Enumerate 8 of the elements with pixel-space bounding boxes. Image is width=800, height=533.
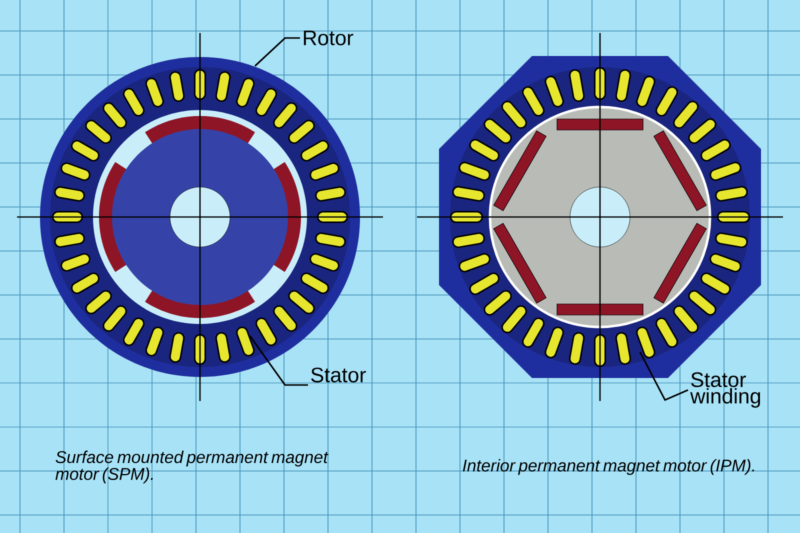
caption: Surface mounted permanent magnet motor (SPM). — [55, 450, 328, 484]
leader-line — [254, 37, 300, 67]
callout-label: Rotor — [304, 30, 354, 46]
caption: Interior permanent magnet motor (IPM). — [462, 459, 754, 475]
leader-line — [639, 352, 688, 402]
leader-line — [249, 336, 308, 386]
callout-label: Stator — [311, 368, 366, 382]
callout-label: Stator winding — [690, 372, 760, 408]
